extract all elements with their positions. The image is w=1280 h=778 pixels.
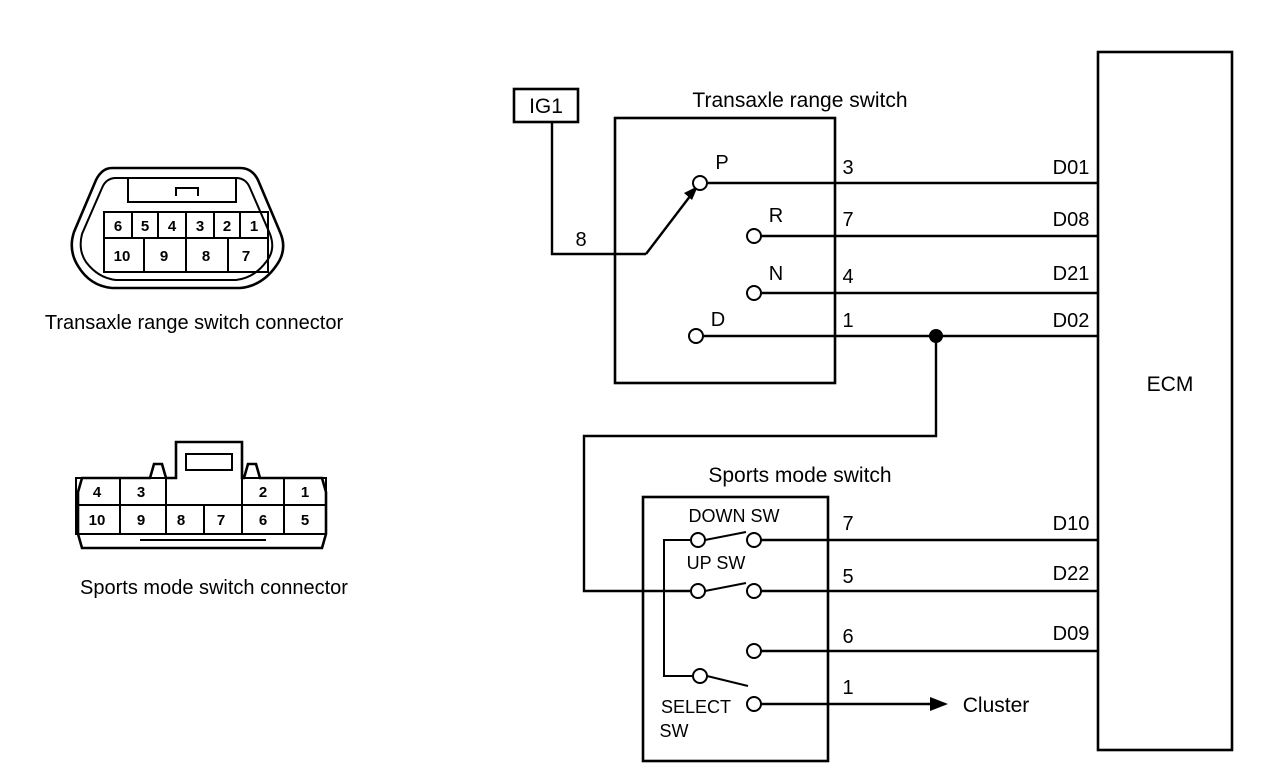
cluster-label: Cluster (963, 694, 1030, 717)
transaxle-connector-caption: Transaxle range switch connector (45, 312, 344, 334)
pin-label: 8 (177, 512, 185, 529)
transaxle-connector: 6 5 4 3 2 1 10 9 8 7 Transaxle range swi… (45, 166, 344, 334)
cluster-arrow-icon (930, 697, 948, 711)
transaxle-connector-latch-notch (175, 187, 199, 196)
down-sw-blade (704, 531, 747, 541)
ecm-d21-label: D21 (1053, 263, 1090, 285)
range-n-label: N (769, 263, 783, 285)
pin-label: 9 (160, 248, 168, 265)
pin-label: 8 (202, 248, 210, 265)
down-sw-terminal-a (690, 532, 706, 548)
ecm-d01-label: D01 (1053, 157, 1090, 179)
select-sw-blade (706, 675, 749, 687)
pin-label: 9 (137, 512, 145, 529)
ecm-d10-label: D10 (1053, 513, 1090, 535)
select-sw-terminal-a (692, 668, 708, 684)
pin-label: 2 (223, 218, 231, 235)
ig1-pin-label: 8 (575, 229, 586, 251)
sports-pin-5: 5 (842, 566, 853, 588)
up-sw-label: UP SW (687, 553, 746, 573)
range-n-terminal (746, 285, 762, 301)
sports-connector-outline (76, 440, 328, 550)
range-r-pin: 7 (842, 209, 853, 231)
range-d-label: D (711, 309, 725, 331)
ig1-wire (550, 122, 646, 256)
ecm-d02-label: D02 (1053, 310, 1090, 332)
sports-pin-6: 6 (842, 626, 853, 648)
sports-pin-7: 7 (842, 513, 853, 535)
ecm-d22-label: D22 (1053, 563, 1090, 585)
ecm-box (1096, 50, 1234, 752)
pin-label: 10 (89, 512, 106, 529)
pin-label: 6 (114, 218, 122, 235)
ecm-label: ECM (1147, 373, 1194, 396)
pin-label: 7 (217, 512, 225, 529)
sports-switch-box (641, 495, 830, 763)
ig1-box (512, 87, 580, 124)
range-p-pin: 3 (842, 157, 853, 179)
pin-label: 7 (242, 248, 250, 265)
wiper-arrow-icon (684, 186, 698, 200)
transaxle-connector-outline (70, 166, 285, 290)
range-p-terminal (692, 175, 708, 191)
range-switch-wiper (645, 190, 695, 255)
up-sw-terminal-a (690, 583, 706, 599)
ecm-d09-label: D09 (1053, 623, 1090, 645)
up-sw-blade (704, 582, 747, 592)
ig1-label: IG1 (529, 95, 563, 118)
pin-label: 1 (301, 484, 309, 501)
ecm-d08-label: D08 (1053, 209, 1090, 231)
range-n-pin: 4 (842, 266, 853, 288)
range-p-label: P (715, 152, 728, 174)
pin-label: 3 (137, 484, 145, 501)
sports-pin6-terminal (746, 643, 762, 659)
down-sw-label: DOWN SW (689, 506, 780, 526)
select-sw-label-2: SW (660, 721, 689, 741)
transaxle-connector-latch (127, 177, 237, 203)
splice-wire (582, 336, 938, 593)
pin-label: 2 (259, 484, 267, 501)
pin-label: 5 (301, 512, 309, 529)
sports-pin-1: 1 (842, 677, 853, 699)
sports-connector: 4 3 10 9 8 7 2 1 6 5 Sports mode switch … (75, 440, 348, 599)
range-switch-box (613, 116, 837, 385)
pin-label: 4 (93, 484, 102, 501)
select-sw-label-1: SELECT (661, 697, 731, 717)
range-d-pin: 1 (842, 310, 853, 332)
transaxle-connector-inner-outline (79, 177, 274, 281)
down-sw-terminal-b (746, 532, 762, 548)
sports-connector-latch-inner (185, 453, 233, 471)
up-sw-terminal-b (746, 583, 762, 599)
range-switch-title: Transaxle range switch (692, 89, 907, 112)
select-sw-terminal-b (746, 696, 762, 712)
sports-connector-caption: Sports mode switch connector (80, 577, 348, 599)
pin-label: 6 (259, 512, 267, 529)
range-r-terminal (746, 228, 762, 244)
pin-label: 1 (250, 218, 258, 235)
range-d-terminal (688, 328, 704, 344)
pin-label: 5 (141, 218, 149, 235)
range-r-label: R (769, 205, 783, 227)
pin-label: 10 (114, 248, 131, 265)
sports-switch-title: Sports mode switch (708, 464, 891, 487)
pin-label: 3 (196, 218, 204, 235)
pin-label: 4 (168, 218, 177, 235)
sports-switch-common (663, 539, 692, 677)
